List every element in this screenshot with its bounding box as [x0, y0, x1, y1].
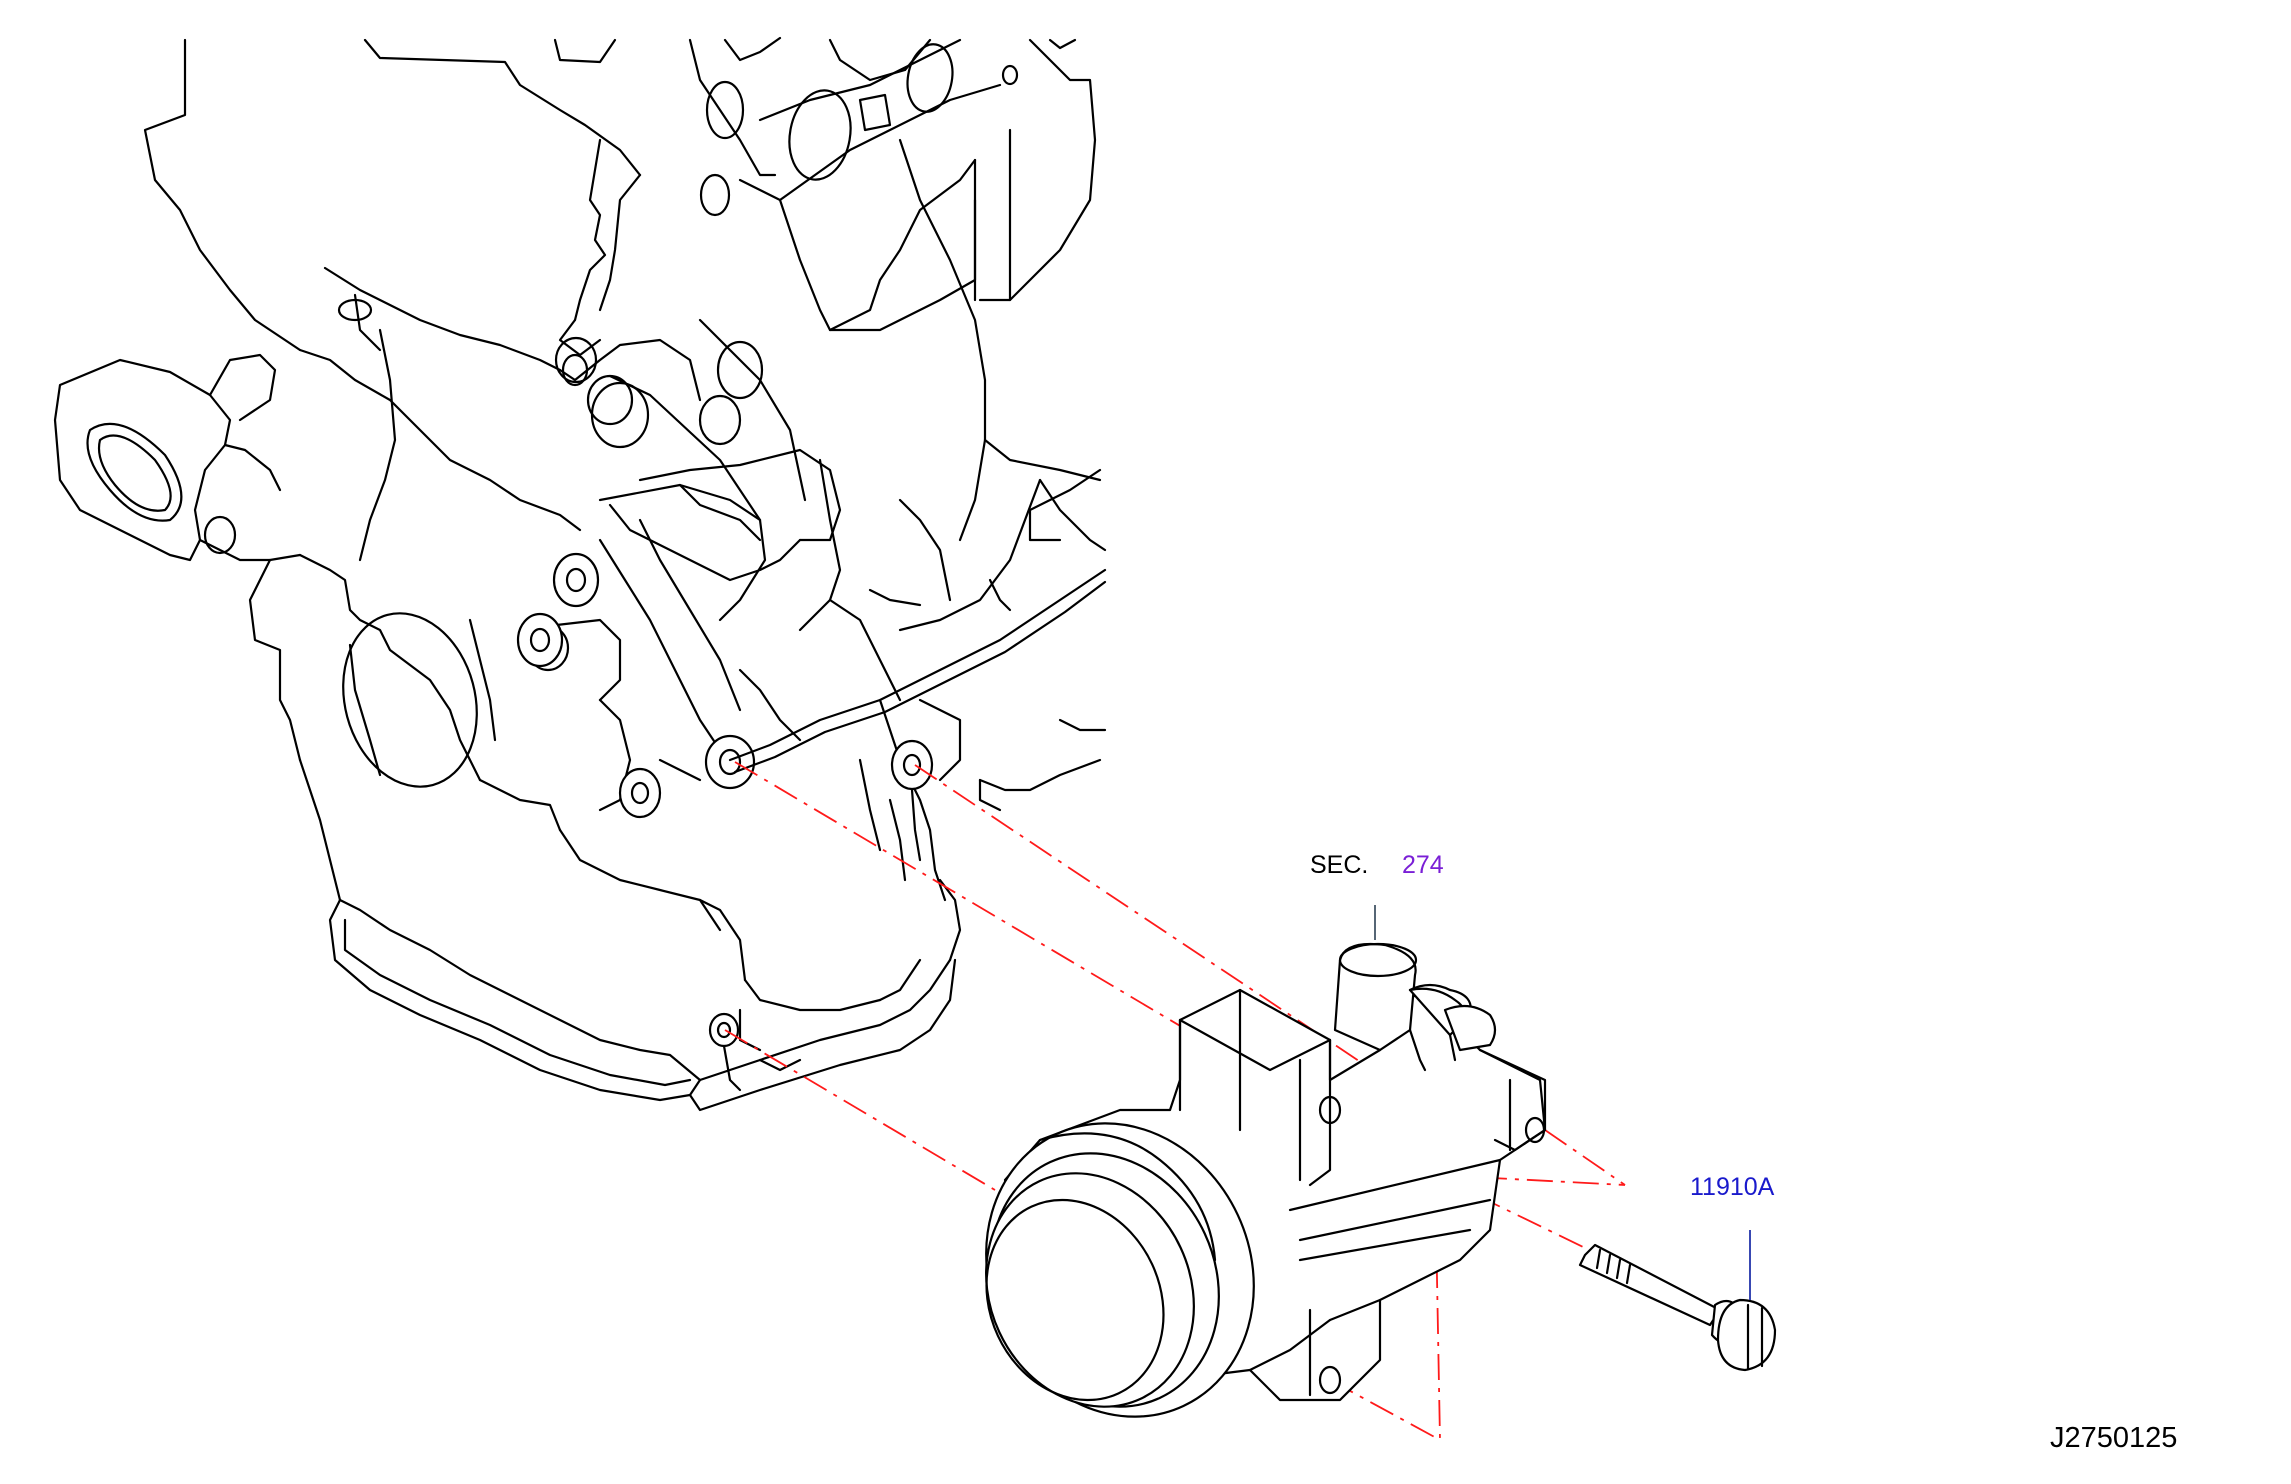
callouts: SEC. 274 11910A J2750125: [1310, 851, 2177, 1454]
diagram-code: J2750125: [2050, 1422, 2177, 1454]
sec-prefix-label: SEC.: [1310, 851, 1368, 879]
engine-block: [53, 36, 1107, 1112]
sec-number-link[interactable]: 274: [1402, 851, 1444, 879]
part-number-link[interactable]: 11910A: [1690, 1173, 1775, 1201]
compressor-mounting-bolt: [1578, 1243, 1777, 1372]
ac-compressor: [985, 942, 1547, 1418]
